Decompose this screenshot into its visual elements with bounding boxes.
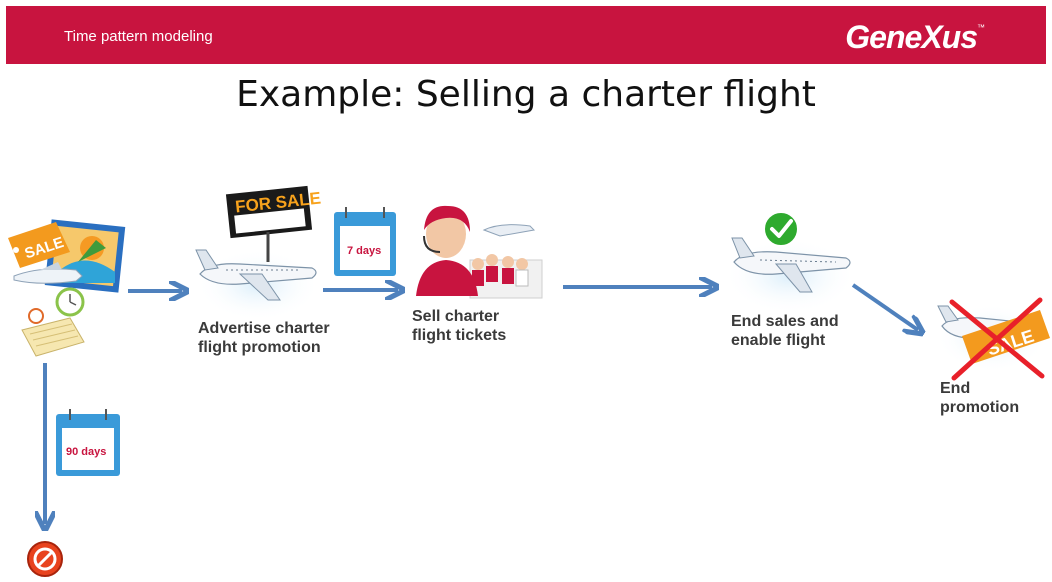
sale-poster-icon: SALE <box>8 219 126 293</box>
call-center-agents-icon <box>416 205 543 299</box>
airplane-for-sale-icon: FOR SALE <box>195 185 322 321</box>
genexus-logo: GeneXus™ <box>845 19 985 56</box>
header-bar: Time pattern modeling GeneXus™ <box>6 6 1046 64</box>
timer-7-days-icon: 7 days <box>334 207 396 276</box>
step-label-sell-line-1: Sell charter <box>412 308 500 325</box>
timer-90-days-text: 90 days <box>66 446 106 458</box>
section-title: Time pattern modeling <box>64 28 213 45</box>
step-label-end-sales: End sales and enable flight <box>731 312 839 350</box>
step-label-end-promotion-line-2: promotion <box>940 399 1020 416</box>
flow-arrows <box>45 285 918 524</box>
step-label-advertise-line-2: flight promotion <box>198 339 321 356</box>
airplane-sale-crossed-icon: SALE <box>936 297 1050 381</box>
airplane-check-icon <box>724 211 856 314</box>
step-label-advertise-line-1: Advertise charter <box>198 320 330 337</box>
step-label-end-promotion: End promotion <box>940 379 1019 417</box>
arrow-end-sales-to-end-promotion <box>851 283 918 330</box>
step-label-sell: Sell charter flight tickets <box>412 307 506 345</box>
timer-90-days-icon: 90 days <box>56 409 120 476</box>
cancel-prohibited-icon <box>27 541 63 577</box>
step-label-end-promotion-line-1: End <box>940 380 971 397</box>
step-label-advertise: Advertise charter flight promotion <box>198 319 330 357</box>
step-label-sell-line-2: flight tickets <box>412 327 507 344</box>
step-label-end-sales-line-1: End sales and <box>731 313 839 330</box>
timer-7-days-text: 7 days <box>347 245 381 257</box>
step-label-end-sales-line-2: enable flight <box>731 332 826 349</box>
logo-text: GeneXus <box>845 19 978 55</box>
schedule-clock-icon <box>21 287 85 357</box>
slide-title: Example: Selling a charter flight <box>236 74 816 115</box>
logo-trademark: ™ <box>977 23 985 32</box>
